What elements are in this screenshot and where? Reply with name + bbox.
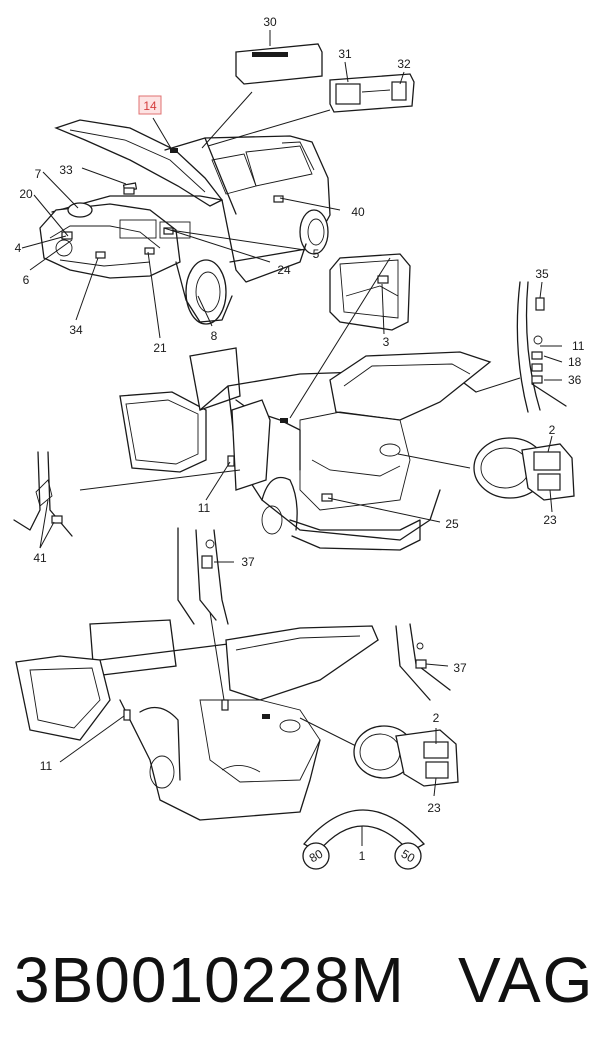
callout-14-highlight: [138, 95, 162, 115]
callout-2-top[interactable]: 2: [549, 423, 556, 437]
callout-11-pillar[interactable]: 11: [572, 339, 585, 353]
callout-35[interactable]: 35: [535, 267, 549, 281]
footer: 3B0010228M VAG: [0, 930, 600, 1030]
callout-23-top[interactable]: 23: [543, 513, 557, 527]
callout-34[interactable]: 34: [69, 323, 83, 337]
callout-18[interactable]: 18: [568, 355, 582, 369]
callout-5[interactable]: 5: [313, 247, 320, 261]
callout-31[interactable]: 31: [338, 47, 352, 61]
callout-21[interactable]: 21: [153, 341, 167, 355]
speed-arc-sticker: 80 50: [302, 809, 426, 870]
door-sill-detail: [329, 253, 411, 335]
fuel-flap-detail-top: [473, 435, 575, 513]
callout-2-bottom[interactable]: 2: [433, 711, 440, 725]
callout-11-door[interactable]: 11: [198, 501, 211, 515]
callout-40[interactable]: 40: [351, 205, 365, 219]
callout-1[interactable]: 1: [359, 849, 366, 863]
callout-33[interactable]: 33: [59, 163, 73, 177]
callout-36[interactable]: 36: [568, 373, 582, 387]
callout-24[interactable]: 24: [277, 263, 291, 277]
tag-50-circle: [394, 842, 422, 870]
callout-25[interactable]: 25: [445, 517, 459, 531]
parts-diagram: 80 50 14 30 31 32 7 33 20 40 4 6 5 24 34…: [13, 15, 585, 870]
b-pillar-detail-top: [516, 281, 567, 413]
pillar-detail-left: [13, 451, 241, 549]
callout-41[interactable]: 41: [33, 551, 47, 565]
callout-4[interactable]: 4: [15, 241, 22, 255]
tag-50: 50: [399, 847, 418, 866]
visor-mirror-drawing: [329, 61, 415, 113]
callout-37-upper[interactable]: 37: [241, 555, 255, 569]
callout-6[interactable]: 6: [23, 273, 30, 287]
car-front-drawing: [21, 91, 341, 339]
tag-80-circle: [302, 842, 330, 870]
car-rear-drawing-3door: [15, 619, 379, 821]
part-number: 3B0010228M: [14, 944, 405, 1016]
callout-3[interactable]: 3: [383, 335, 390, 349]
callout-32[interactable]: 32: [397, 57, 411, 71]
callout-14[interactable]: 14: [143, 99, 157, 113]
fuel-flap-detail-bottom: [353, 725, 459, 797]
callout-labels: 14 30 31 32 7 33 20 40 4 6 5 24 34 8 21 …: [15, 15, 585, 863]
callout-20[interactable]: 20: [19, 187, 33, 201]
callout-8[interactable]: 8: [211, 329, 218, 343]
pillar-detail-37-lower: [395, 623, 451, 701]
callout-23-bottom[interactable]: 23: [427, 801, 441, 815]
callout-11-lower[interactable]: 11: [40, 759, 53, 773]
brand-name: VAG: [458, 944, 595, 1016]
callout-30[interactable]: 30: [263, 15, 277, 29]
pillar-detail-37-upper: [177, 527, 234, 701]
callout-37-lower[interactable]: 37: [453, 661, 467, 675]
car-rear-drawing-5door: [119, 257, 521, 551]
callout-7[interactable]: 7: [35, 167, 42, 181]
sun-visor-drawing: [235, 30, 323, 85]
tag-80: 80: [307, 846, 326, 865]
